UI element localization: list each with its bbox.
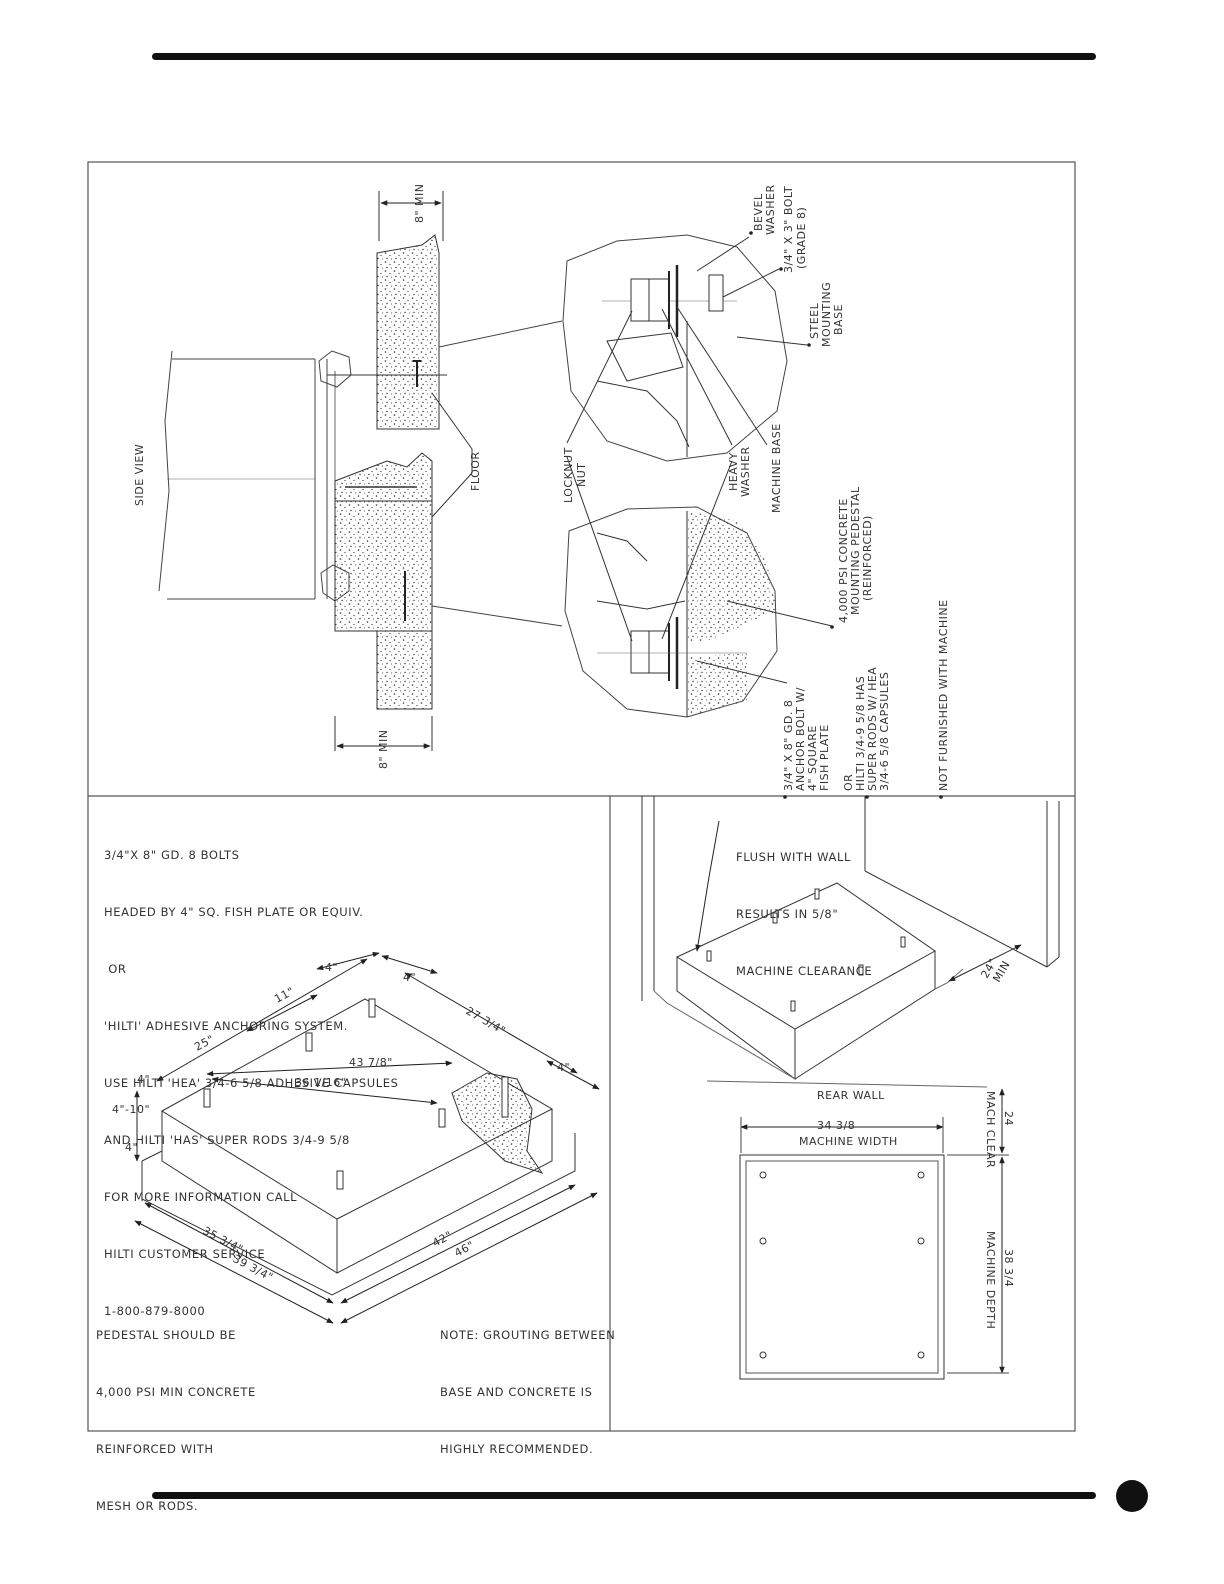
rear-wall-label: REAR WALL	[817, 1089, 885, 1102]
depth-b: MACHINE DEPTH	[984, 1231, 997, 1329]
not-furnished-label: NOT FURNISHED WITH MACHINE	[937, 599, 950, 791]
note-line: USE HILTI 'HEA' 3/4-6 5/8 ADHESIVE CAPSU…	[104, 1076, 399, 1090]
dim-36: 36 1/16"	[295, 1076, 346, 1089]
dim-43: 43 7/8"	[349, 1056, 393, 1069]
dim-4e: 4"	[125, 1141, 138, 1154]
side-view-panel: SIDE VIEW 8" MIN 8" MIN FLOOR	[133, 183, 950, 799]
min-top-label: 8" MIN	[413, 183, 426, 223]
bolt-label: 3/4" X 3" BOLT	[782, 186, 795, 273]
heavy-washer-label: WASHER	[739, 446, 752, 497]
dim-4d: 4"	[137, 1073, 150, 1086]
depth-a: 38 3/4	[1002, 1249, 1015, 1287]
heavy-label: HEAVY	[727, 452, 740, 491]
dim-27: 27 3/4"	[464, 1004, 508, 1037]
locknut-label: LOCKNUT	[562, 447, 575, 503]
plan-panel: 24" MIN REAR WALL 34 3/8 MACHINE WIDTH 2…	[641, 796, 1060, 1380]
min-bottom-label: 8" MIN	[377, 729, 390, 769]
machine-base-label: MACHINE BASE	[770, 423, 783, 513]
anchor-bolt-label: 3/4" X 8" GD. 8	[782, 700, 795, 791]
anchor-bolt-w-label: ANCHOR BOLT W/	[794, 687, 807, 791]
note-line: 1-800-879-8000	[104, 1304, 206, 1318]
drawing-frame: SIDE VIEW 8" MIN 8" MIN FLOOR	[87, 161, 1076, 1432]
dim-4a: 4"	[325, 961, 338, 974]
super-rods-label: SUPER RODS W/ HEA	[866, 667, 879, 791]
top-rule	[152, 53, 1096, 60]
detail-circle-upper	[562, 234, 788, 462]
note-line: NOTE: GROUTING BETWEEN	[440, 1328, 616, 1342]
pedestal-mounting-label: MOUNTING PEDESTAL	[849, 486, 862, 615]
steel-mounting-label: MOUNTING	[820, 282, 833, 347]
note-line: OR	[104, 962, 127, 976]
note-line: HEADED BY 4" SQ. FISH PLATE OR EQUIV.	[104, 905, 364, 919]
dim-4-10: 4"-10"	[112, 1103, 150, 1116]
note-line: MESH OR RODS.	[96, 1499, 199, 1513]
fish-plate-label: FISH PLATE	[818, 724, 831, 791]
hilti-rods-label: HILTI 3/4-9 5/8 HAS	[854, 676, 867, 791]
note-line: BASE AND CONCRETE IS	[440, 1385, 593, 1399]
clear-b: MACH CLEAR	[984, 1091, 997, 1168]
dim-4b: 4"	[403, 971, 416, 984]
side-view-label: SIDE VIEW	[133, 444, 146, 506]
note-line: MACHINE CLEARANCE	[736, 964, 873, 978]
steel-label: STEEL	[808, 302, 821, 339]
note-line: AND HILTI 'HAS' SUPER RODS 3/4-9 5/8	[104, 1133, 350, 1147]
width-a: 34 3/8	[817, 1119, 855, 1132]
note-line: 3/4"X 8" GD. 8 BOLTS	[104, 848, 240, 862]
note-line: RESULTS IN 5/8"	[736, 907, 839, 921]
note-line: FLUSH WITH WALL	[736, 850, 851, 864]
clear-a: 24	[1002, 1111, 1015, 1126]
pedestal-reinforced-label: (REINFORCED)	[861, 515, 874, 601]
note-line: FOR MORE INFORMATION CALL	[104, 1190, 298, 1204]
bevel-washer-label: WASHER	[764, 184, 777, 235]
floor-label: FLOOR	[469, 451, 482, 491]
pedestal-concrete-label: 4,000 PSI CONCRETE	[837, 498, 850, 623]
page-marker	[1116, 1480, 1148, 1512]
note-line: PEDESTAL SHOULD BE	[96, 1328, 236, 1342]
flush-note: FLUSH WITH WALL RESULTS IN 5/8" MACHINE …	[736, 810, 872, 1000]
note-line: 'HILTI' ADHESIVE ANCHORING SYSTEM.	[104, 1019, 349, 1033]
or-label: OR	[842, 774, 855, 791]
grout-note: NOTE: GROUTING BETWEEN BASE AND CONCRETE…	[440, 1288, 615, 1478]
dim-42: 42"	[430, 1229, 454, 1250]
bottom-rule	[152, 1492, 1096, 1499]
steel-base-label: BASE	[832, 304, 845, 335]
note-line: REINFORCED WITH	[96, 1442, 214, 1456]
pedestal-note: PEDESTAL SHOULD BE 4,000 PSI MIN CONCRET…	[96, 1288, 256, 1535]
note-line: HIGHLY RECOMMENDED.	[440, 1442, 594, 1456]
width-b: MACHINE WIDTH	[799, 1135, 898, 1148]
detail-circle-lower	[564, 506, 778, 718]
bevel-label: BEVEL	[752, 193, 765, 231]
dim-4c: 4"	[557, 1061, 570, 1074]
grade-label: (GRADE 8)	[795, 207, 808, 269]
iso-notes: 3/4"X 8" GD. 8 BOLTS HEADED BY 4" SQ. FI…	[104, 808, 399, 1340]
capsules-label: 3/4-6 5/8 CAPSULES	[878, 672, 891, 791]
note-line: 4,000 PSI MIN CONCRETE	[96, 1385, 256, 1399]
note-line: HILTI CUSTOMER SERVICE	[104, 1247, 266, 1261]
nut-label: NUT	[575, 463, 588, 488]
square-label: 4" SQUARE	[806, 725, 819, 791]
